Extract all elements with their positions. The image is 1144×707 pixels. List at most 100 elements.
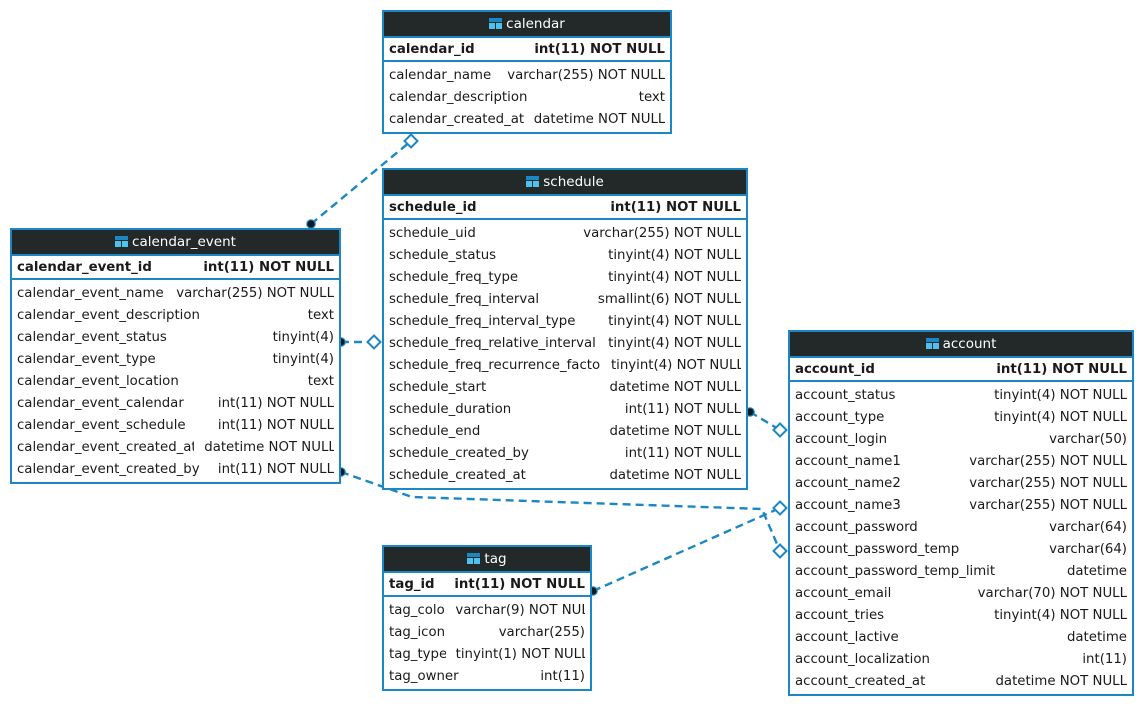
relationship-schedule-to-account[interactable] — [745, 407, 788, 438]
table-header-account[interactable]: account — [790, 332, 1132, 358]
column-type: tinyint(4) NOT NULL — [994, 387, 1127, 403]
relationship-endpoint-dot — [306, 219, 316, 229]
column-type: tinyint(4) NOT NULL — [608, 313, 741, 329]
table-header-calendar[interactable]: calendar — [384, 12, 670, 38]
column-name: tag_type — [389, 646, 446, 662]
column-name: schedule_freq_interval — [389, 291, 540, 307]
column-name: schedule_uid — [389, 225, 476, 241]
column-name: calendar_description — [389, 89, 528, 105]
table-header-calendar_event[interactable]: calendar_event — [12, 230, 339, 256]
column-name: calendar_event_calendar — [17, 395, 184, 411]
column-type: int(11) NOT NULL — [203, 259, 334, 275]
column-type: int(11) NOT NULL — [624, 401, 741, 417]
table-row[interactable]: calendar_description text — [384, 86, 670, 108]
column-type: int(11) NOT NULL — [996, 361, 1127, 377]
table-row[interactable]: schedule_created_at datetime NOT NULL — [384, 464, 746, 486]
relationship-endpoint-diamond — [772, 543, 788, 559]
relationship-endpoint-diamond — [366, 334, 382, 350]
column-name: schedule_end — [389, 423, 481, 439]
column-type: int(11) NOT NULL — [610, 199, 741, 215]
column-type: varchar(255) NOT NULL — [969, 453, 1127, 469]
column-type: text — [638, 89, 665, 105]
column-name: schedule_created_at — [389, 467, 526, 483]
column-type: varchar(255) NOT NULL — [969, 475, 1127, 491]
table-header-tag[interactable]: tag — [384, 547, 590, 573]
relationship-tag-to-account[interactable] — [588, 500, 788, 596]
column-name: account_password_temp_limit — [795, 563, 996, 579]
table-header-schedule[interactable]: schedule — [384, 170, 746, 196]
relationship-calendar-event-to-schedule[interactable] — [336, 334, 382, 350]
column-type: varchar(64) — [1049, 541, 1127, 557]
column-name: account_localization — [795, 651, 930, 667]
relationship-endpoint-diamond — [772, 422, 788, 438]
column-name: calendar_event_schedule — [17, 417, 186, 433]
table-icon — [526, 176, 540, 187]
column-type: tinyint(4) NOT NULL — [994, 409, 1127, 425]
column-type: datetime — [1066, 629, 1127, 645]
column-type: tinyint(4) — [272, 351, 334, 367]
relationship-endpoint-diamond — [772, 500, 788, 516]
column-type: int(11) NOT NULL — [217, 461, 334, 477]
table-icon — [489, 18, 503, 29]
column-type: datetime NOT NULL — [609, 467, 741, 483]
column-name: calendar_event_created_at — [17, 439, 195, 455]
column-name: tag_color — [389, 602, 446, 618]
